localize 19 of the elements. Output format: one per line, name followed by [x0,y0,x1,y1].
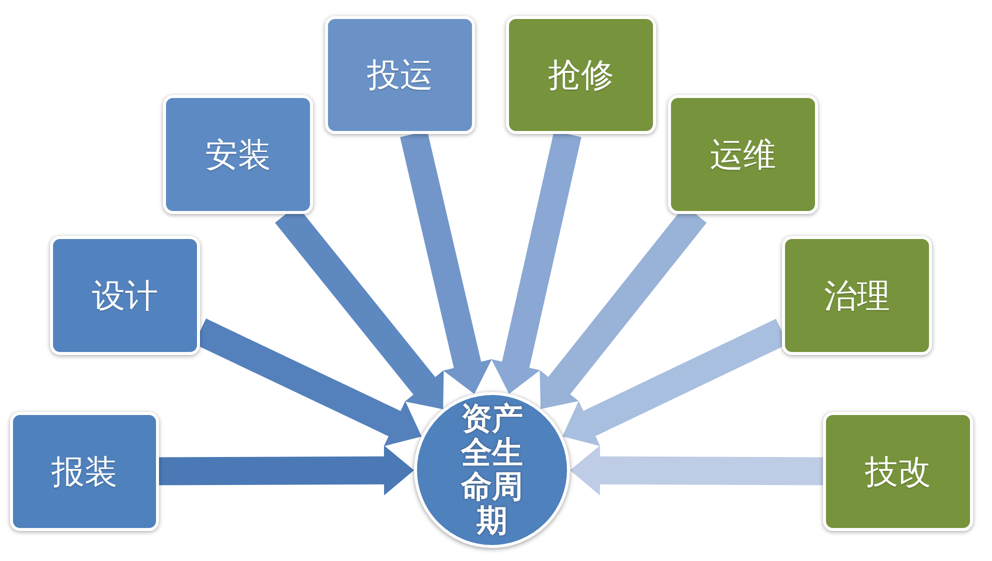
stage-label: 设计 [92,276,158,316]
stage-label: 技改 [865,452,931,492]
stage-label: 抢修 [548,55,614,95]
stage-box [325,16,475,134]
stage-label: 投运 [367,55,433,95]
arrow [570,445,824,496]
stage-box [50,236,200,355]
stage-box [823,412,973,531]
stage-label: 运维 [710,134,776,174]
stage-label: 报装 [52,452,118,492]
stage-box [668,95,818,214]
stage-box [506,16,656,134]
stage-box [10,412,159,531]
stage-box [782,236,932,355]
stage-box [163,95,313,214]
arrow [158,445,414,496]
stage-label: 治理 [824,276,890,316]
hub-label: 资产全生命周期 [461,402,523,538]
stage-label: 安装 [205,134,271,174]
